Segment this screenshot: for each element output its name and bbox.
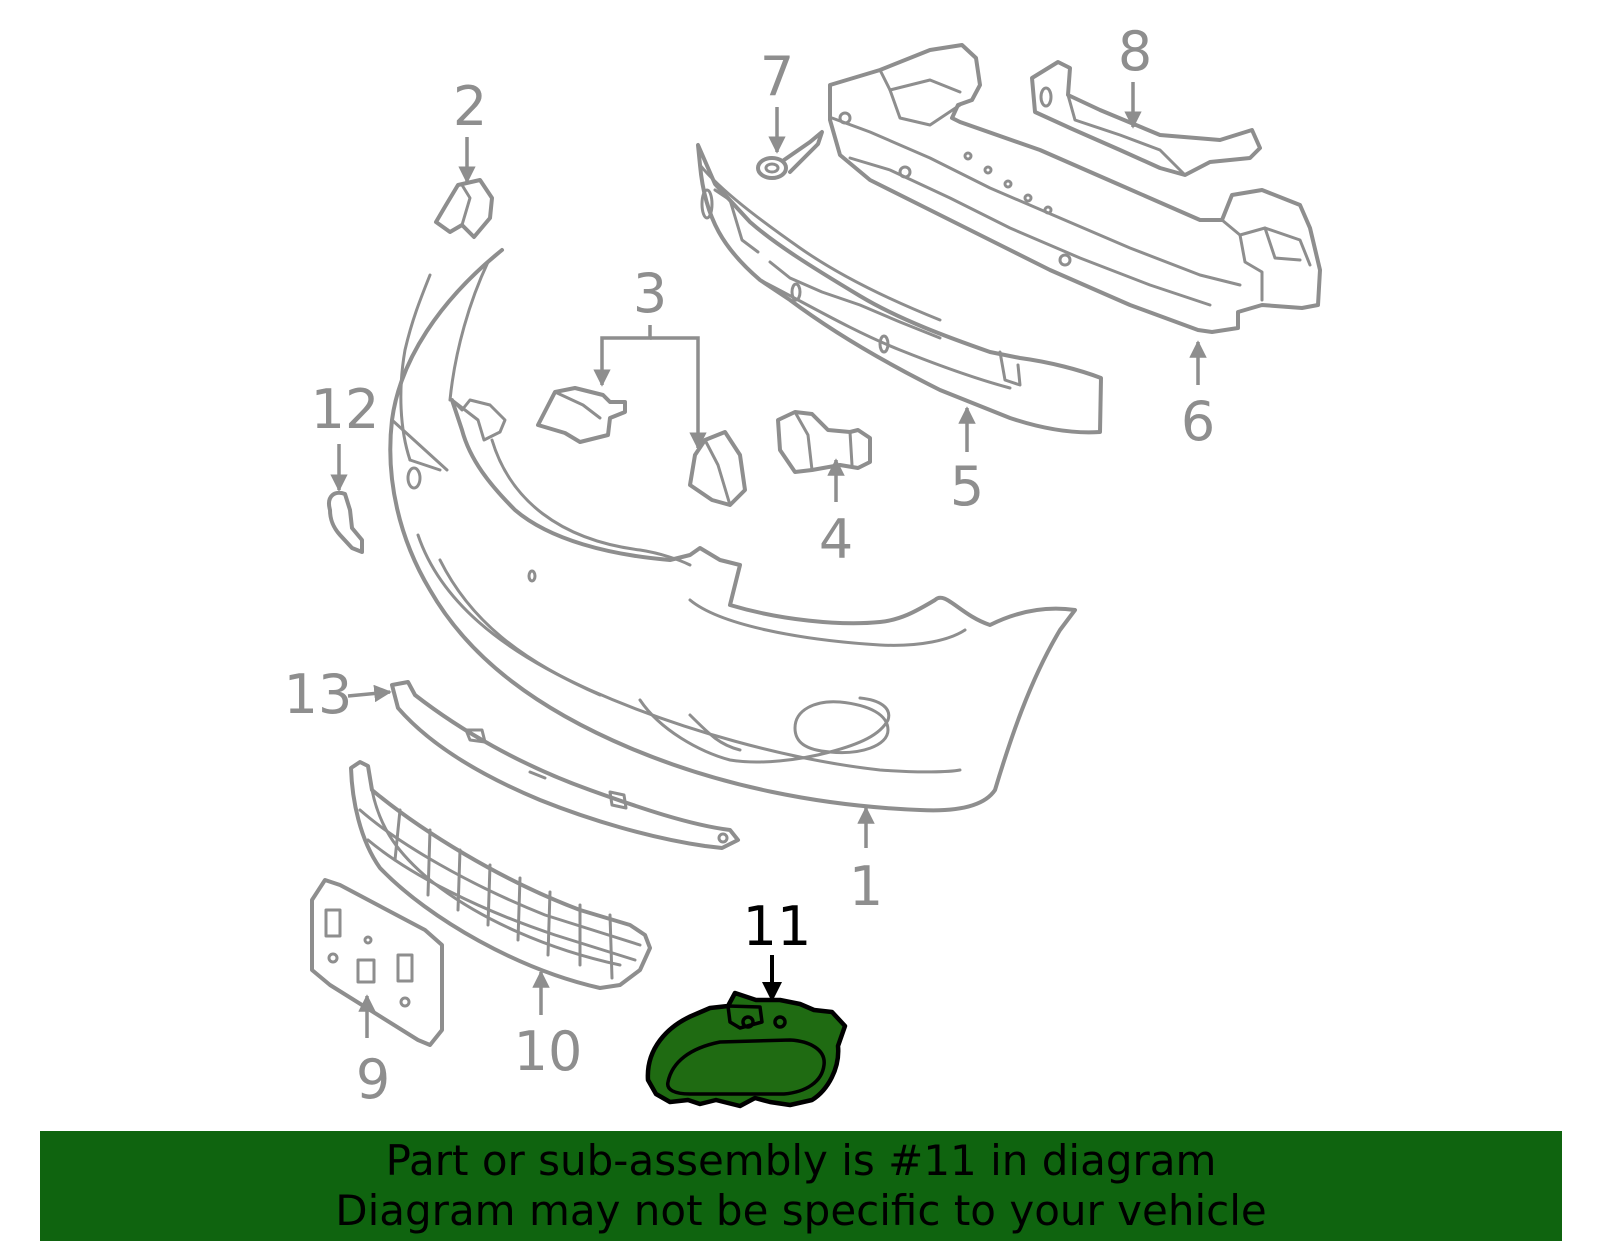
callout-9: 9: [356, 1048, 390, 1111]
footer-banner: Part or sub-assembly is #11 in diagram D…: [40, 1131, 1562, 1241]
callout-10: 10: [514, 1020, 583, 1083]
part-1-bumper-cover: [388, 248, 1077, 813]
footer-banner-bg: [40, 1131, 1562, 1241]
callout-11: 11: [743, 895, 812, 958]
part-12-clip: [327, 490, 364, 554]
leader-13: [347, 684, 392, 703]
callout-8: 8: [1118, 20, 1152, 83]
part-10-grille: [349, 760, 652, 990]
part-6-impact-bar: [828, 43, 1322, 334]
callout-4: 4: [819, 508, 853, 571]
part-11-fog-lamp-bezel: [645, 990, 848, 1109]
part-4-bracket: [776, 410, 872, 474]
part-7-tow-eye: [756, 130, 824, 180]
leader-3b: [650, 336, 707, 450]
leader-3a: [593, 325, 652, 387]
part-8-upper-bracket: [1030, 60, 1262, 177]
callout-2: 2: [453, 75, 487, 138]
footer-line-1: Part or sub-assembly is #11 in diagram: [385, 1136, 1217, 1185]
callout-1: 1: [849, 855, 883, 918]
callout-6: 6: [1181, 390, 1215, 453]
part-13-lower-strip: [390, 680, 740, 850]
callout-13: 13: [284, 663, 353, 726]
callout-3: 3: [633, 262, 667, 325]
footer-line-2: Diagram may not be specific to your vehi…: [335, 1186, 1267, 1235]
part-5-energy-absorber: [696, 143, 1103, 435]
part-9-license-bracket: [310, 878, 444, 1047]
callout-12: 12: [311, 378, 380, 441]
part-2-bracket: [434, 178, 494, 239]
callout-5: 5: [950, 455, 984, 518]
callout-7: 7: [760, 45, 794, 108]
part-3-brackets: [536, 386, 747, 507]
